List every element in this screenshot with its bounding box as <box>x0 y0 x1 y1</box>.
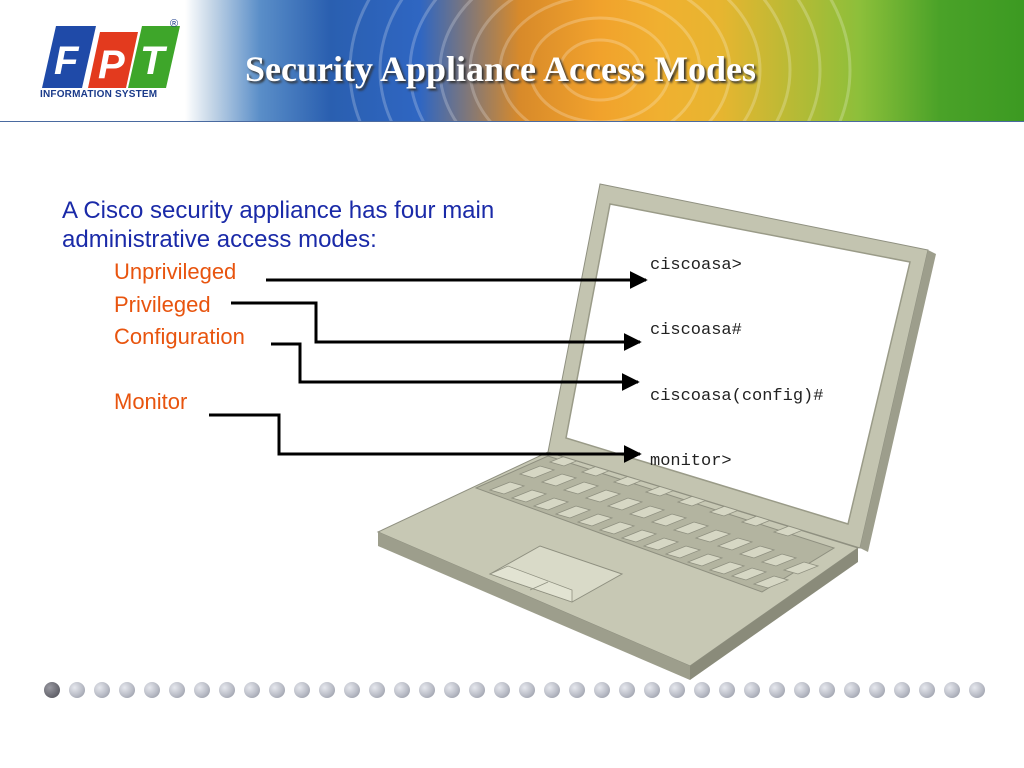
footer-dot <box>419 682 435 698</box>
footer-dot <box>319 682 335 698</box>
slide-title: Security Appliance Access Modes <box>245 49 756 89</box>
footer-dot <box>569 682 585 698</box>
footer-dot <box>369 682 385 698</box>
footer-dot <box>494 682 510 698</box>
svg-text:P: P <box>98 43 125 87</box>
prompt-configuration: ciscoasa(config)# <box>650 387 824 406</box>
footer-dot <box>794 682 810 698</box>
footer-dot <box>719 682 735 698</box>
svg-text:F: F <box>54 39 80 83</box>
fingerprint-rings-decoration <box>348 0 852 122</box>
footer-dot <box>694 682 710 698</box>
footer-dot <box>919 682 935 698</box>
mode-label-unprivileged: Unprivileged <box>114 259 237 284</box>
footer-dot <box>644 682 660 698</box>
footer-dot <box>619 682 635 698</box>
footer-dot <box>344 682 360 698</box>
footer-dot <box>769 682 785 698</box>
footer-dot <box>294 682 310 698</box>
prompt-privileged: ciscoasa# <box>650 321 742 340</box>
footer-dot <box>844 682 860 698</box>
prompt-monitor: monitor> <box>650 452 732 471</box>
footer-dot <box>819 682 835 698</box>
footer-dot <box>744 682 760 698</box>
mode-label-privileged: Privileged <box>114 292 211 317</box>
intro-text: A Cisco security appliance has four main… <box>62 197 495 253</box>
footer-dot <box>869 682 885 698</box>
footer-dot <box>444 682 460 698</box>
footer-dot <box>94 682 110 698</box>
laptop-screen <box>565 203 911 525</box>
footer-dots-decoration <box>44 682 985 698</box>
footer-dot <box>544 682 560 698</box>
footer-dot <box>244 682 260 698</box>
footer-dot <box>944 682 960 698</box>
footer-dot <box>394 682 410 698</box>
logo-tagline: INFORMATION SYSTEM <box>40 89 158 100</box>
footer-dot <box>669 682 685 698</box>
footer-dot <box>469 682 485 698</box>
header-banner: F P T ® INFORMATION SYSTEM Security Appl… <box>0 0 1024 122</box>
registered-mark: ® <box>170 18 179 30</box>
connector-configuration <box>271 342 640 391</box>
footer-dot <box>894 682 910 698</box>
laptop-base <box>376 451 860 680</box>
footer-dot <box>144 682 160 698</box>
footer-dot <box>594 682 610 698</box>
footer-dot <box>219 682 235 698</box>
trackpad <box>488 545 624 603</box>
header-divider <box>0 121 1024 122</box>
svg-text:T: T <box>140 39 168 83</box>
footer-dot <box>69 682 85 698</box>
footer-dot <box>194 682 210 698</box>
connector-monitor <box>209 413 642 463</box>
connector-privileged <box>231 301 642 351</box>
mode-label-monitor: Monitor <box>114 389 188 414</box>
footer-dot <box>269 682 285 698</box>
fpt-logo: F P T <box>42 26 180 88</box>
footer-dot <box>519 682 535 698</box>
footer-dot <box>969 682 985 698</box>
mode-label-configuration: Configuration <box>114 324 245 349</box>
footer-dot <box>169 682 185 698</box>
footer-dot <box>119 682 135 698</box>
keyboard <box>474 453 836 593</box>
prompt-unprivileged: ciscoasa> <box>650 256 742 275</box>
footer-dot <box>44 682 60 698</box>
